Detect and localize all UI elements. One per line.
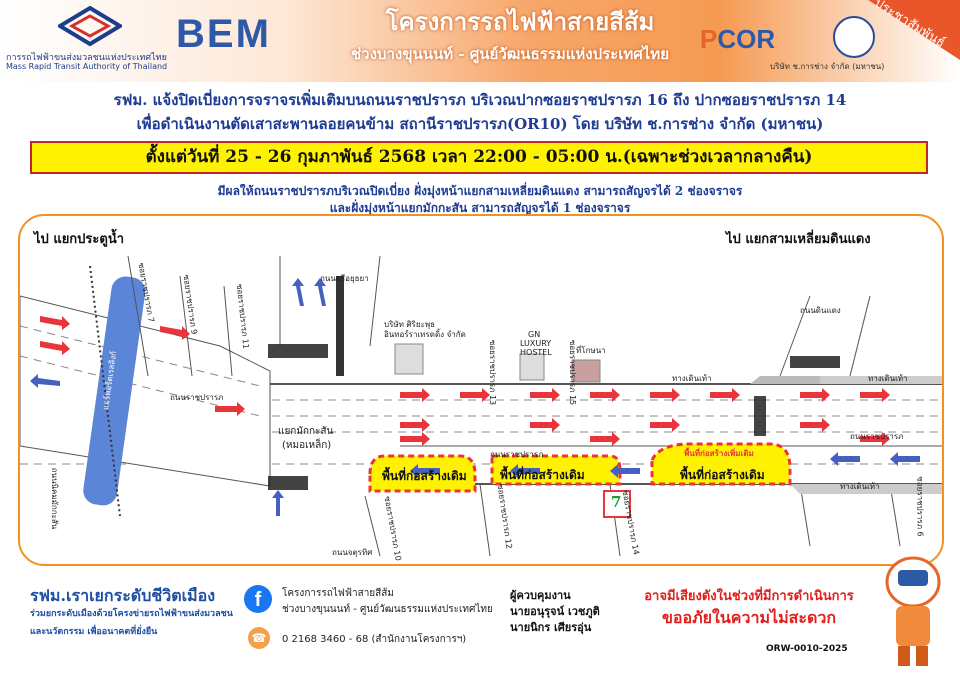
- controller-label: ผู้ควบคุมงาน: [510, 589, 571, 602]
- soi6-label: ซอยราชปรารภ 6: [915, 476, 925, 537]
- hostel-label-3: HOSTEL: [520, 348, 552, 357]
- document-code: ORW-0010-2025: [766, 644, 848, 654]
- mrta-logo: การรถไฟฟ้าขนส่งมวลชนแห่งประเทศไทย Mass R…: [6, 6, 176, 72]
- mrta-name-en: Mass Rapid Transit Authority of Thailand: [6, 62, 168, 71]
- sri-ayutthaya-label: ถนนศรีอยุธยา: [320, 274, 369, 283]
- header-bar: [0, 0, 960, 82]
- footer-sub2: และนวัตกรรม เพื่ออนาคตที่ยั่งยืน: [30, 627, 158, 637]
- sidewalk-label-2: ทางเดินเท้า: [868, 374, 908, 383]
- mrta-name-th: การรถไฟฟ้าขนส่งมวลชนแห่งประเทศไทย: [6, 53, 167, 63]
- sidewalk-label-3: ทางเดินเท้า: [840, 482, 880, 491]
- traffic-arrows-blue: [30, 278, 920, 516]
- project-title: โครงการรถไฟฟ้าสายสีส้ม: [385, 7, 655, 36]
- mascot-icon: [885, 556, 941, 666]
- controller-name-2: นายนิกร เศียรอุ่น: [510, 621, 592, 634]
- project-segment: ช่วงบางขุนนนท์ - ศูนย์วัฒนธรรมแห่งประเทศ…: [351, 45, 669, 63]
- construction-area-3: [650, 442, 792, 486]
- to-din-daeng-label: ไป แยกสามเหลี่ยมดินแดง: [726, 232, 871, 247]
- airport-rail-link: [83, 276, 146, 506]
- bem-logo: BEM: [176, 12, 271, 56]
- phone-number[interactable]: 0 2168 3460 - 68 (สำนักงานโครงการฯ): [282, 634, 467, 645]
- noise-warning: อาจมีเสียงดังในช่วงที่มีการดำเนินการ: [644, 589, 854, 604]
- din-daeng-road-label: ถนนดินแดง: [800, 306, 841, 315]
- road-upper-label: ถนนราชปรารภ: [170, 393, 224, 402]
- pcor-logo-p: P: [700, 24, 718, 54]
- construction-area-2: [490, 454, 622, 486]
- facebook-page-line1: โครงการรถไฟฟ้าสายสีส้ม: [282, 588, 394, 599]
- sidewalk-label-1: ทางเดินเท้า: [672, 374, 712, 383]
- road-lower-label: ถนนราชปรารภ: [490, 450, 544, 459]
- hostel-label-1: GN: [528, 330, 541, 339]
- closure-date: ตั้งแต่วันที่ 25 - 26 กุมภาพันธ์ 2568 เว…: [30, 141, 928, 174]
- nikhom-makkasan-label: ถนนนิคมมักกะสัน: [50, 467, 60, 530]
- mrta-logo-icon: [58, 6, 122, 47]
- effect-line2: และฝั่งมุ่งหน้าแยกมักกะสัน สามารถสัญจรได…: [329, 201, 631, 215]
- soi13-label: ซอยราชปรารภ 13: [488, 339, 498, 406]
- to-pratunam-label: ไป แยกประตูน้ำ: [34, 232, 125, 247]
- extra-construction-label: พื้นที่ก่อสร้างเพิ่มเติม: [684, 449, 754, 458]
- facebook-page-line2: ช่วงบางขุนนนท์ - ศูนย์วัฒนธรรมแห่งประเทศ…: [282, 604, 493, 615]
- facebook-icon[interactable]: f: [244, 585, 272, 613]
- phone-icon: ☎: [248, 627, 270, 649]
- pcor-logo-rest: COR: [717, 24, 776, 54]
- effect-line1: มีผลให้ถนนราชปรารภบริเวณปิดเบี่ยง ฝั่งมุ…: [217, 184, 743, 198]
- tikotna-label: ที่โกษนา: [576, 346, 606, 355]
- traffic-map-drawing: [20, 255, 942, 557]
- pcor-logo: PCOR: [700, 24, 775, 55]
- orig-construction-label-1: พื้นที่ก่อสร้างเดิม: [382, 469, 467, 483]
- ch-karnchang-seal-icon: [833, 16, 875, 58]
- apology: ขออภัยในความไม่สะดวก: [661, 608, 837, 627]
- road-right-label: ถนนราชปรารภ: [850, 432, 904, 441]
- controller-name-1: นายอนุรุจน์ เวชภูติ: [510, 605, 600, 618]
- seven-eleven-icon: 7: [611, 493, 622, 511]
- orig-construction-label-2: พื้นที่ก่อสร้างเดิม: [500, 468, 585, 482]
- announcement-line1: รฟม. แจ้งปิดเบี่ยงการจราจรเพิ่มเติมบนถนน…: [113, 91, 847, 109]
- announcement-line2: เพื่อดำเนินงานตัดเสาสะพานลอยคนข้าม สถานี…: [136, 115, 824, 133]
- footer-sub1: ร่วมยกระดับเมืองด้วยโครงข่ายรถไฟฟ้าขนส่ง…: [30, 609, 233, 619]
- hostel-label-2: LUXURY: [520, 339, 552, 348]
- makkasan-label: แยกมักกะสัน: [278, 426, 334, 437]
- orig-construction-label-3: พื้นที่ก่อสร้างเดิม: [680, 468, 765, 482]
- contractor-caption: บริษัท ช.การช่าง จำกัด (มหาชน): [770, 62, 885, 71]
- traffic-map: ไป แยกประตูน้ำ ไป แยกสามเหลี่ยมดินแดง ซอ…: [18, 214, 944, 566]
- jatuchak-label: ถนนจตุรทิศ: [332, 548, 373, 557]
- traffic-arrows-red: [40, 316, 890, 446]
- company-label: บริษัท ศิริยะพุธ: [384, 320, 435, 329]
- company2-label: อินทอร์ราเทรดดิ้ง จำกัด: [384, 330, 466, 339]
- footer-slogan: รฟม.เราเยกระดับชีวิตเมือง: [30, 586, 216, 605]
- morlek-label: (หมอเหล็ก): [282, 440, 332, 451]
